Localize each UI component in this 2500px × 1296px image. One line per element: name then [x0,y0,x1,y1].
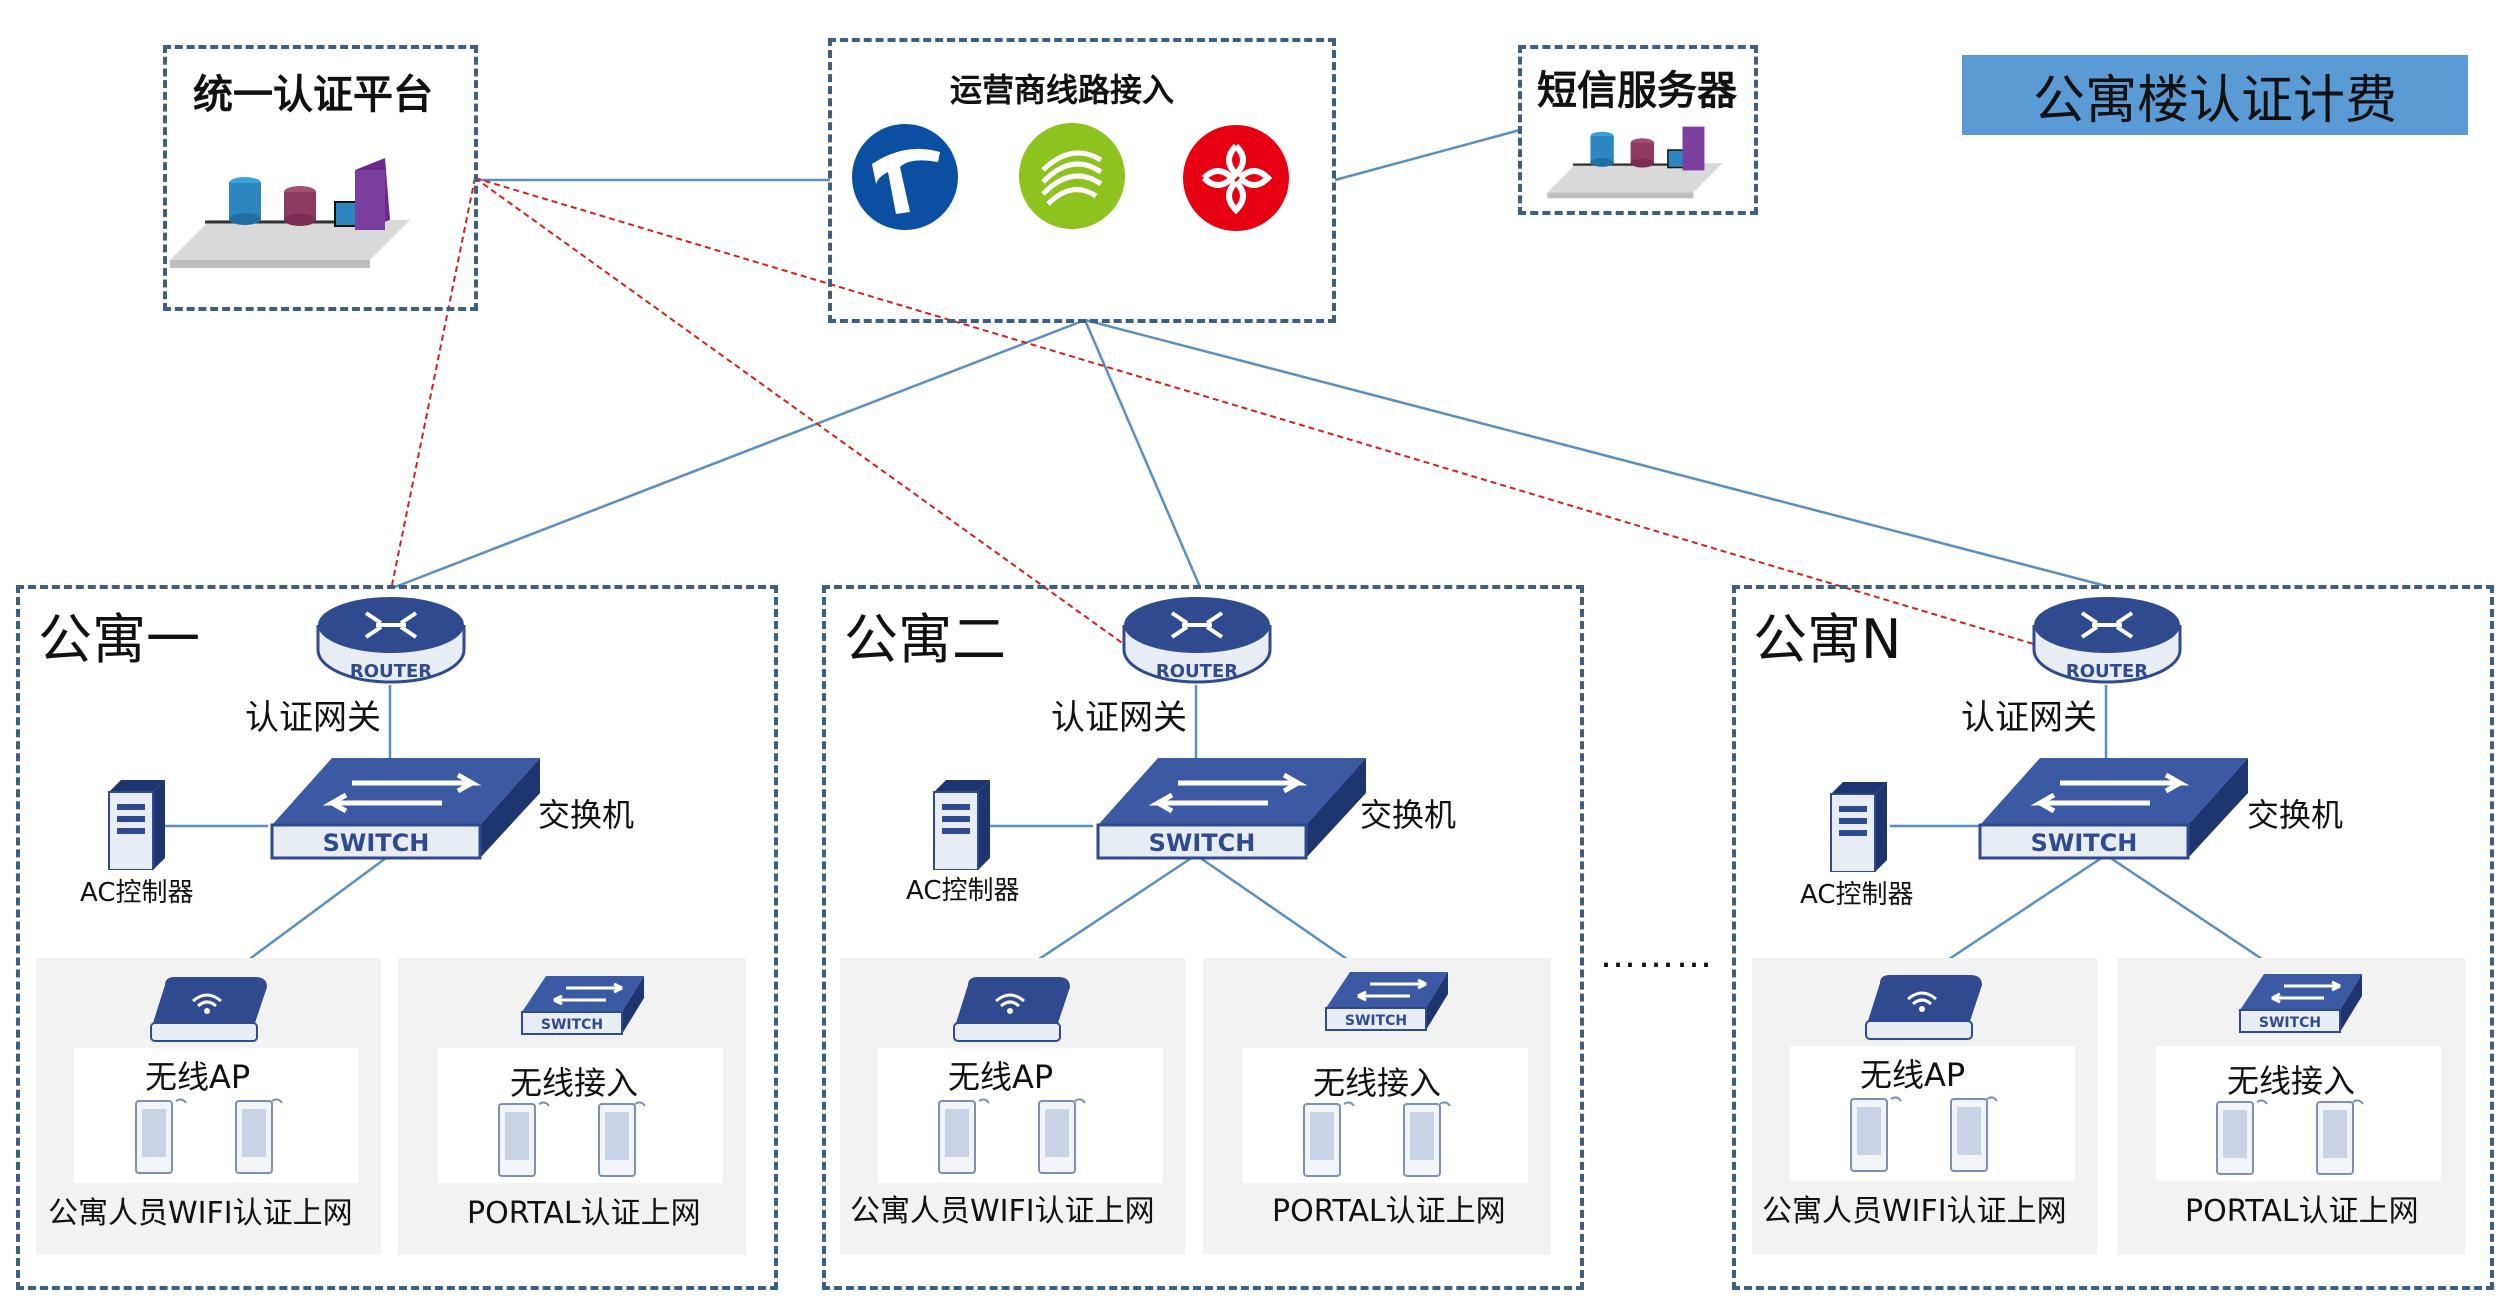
apartment-2-wired-caption: PORTAL认证上网 [1272,1194,1506,1229]
sms-server-label: 短信服务器 [1537,68,1737,114]
apartment-1-box [16,585,778,1290]
apartment-n-wired-caption: PORTAL认证上网 [2185,1194,2419,1229]
apartment-1-ac-label: AC控制器 [80,878,194,908]
router-text: ROUTER [1156,661,1238,682]
wireless-ap-icon [953,977,1070,1042]
apartment-2-ap-caption: 公寓人员WIFI认证上网 [850,1194,1155,1229]
mobile-phones-icon [2216,1099,2364,1175]
router-icon: ROUTER [2032,597,2182,684]
server-cluster-icon [170,158,410,268]
router-icon: ROUTER [1122,597,1272,684]
link-isp-router-1 [394,318,1086,589]
apartment-n-ap-label: 无线AP [1860,1056,1966,1094]
apartment-2-switch-label: 交换机 [1360,796,1457,834]
access-switch-icon: SWITCH [2239,974,2362,1033]
apartment-n-ac-label: AC控制器 [1800,880,1914,910]
switch-text: SWITCH [1149,829,1256,857]
mobile-phones-icon [135,1098,283,1174]
apartment-2-name: 公寓二 [844,608,1006,671]
apartment-1-name: 公寓一 [38,608,200,671]
router-icon: ROUTER [316,597,466,684]
apartment-n-ap-caption: 公寓人员WIFI认证上网 [1762,1194,2067,1229]
mobile-phones-icon [1303,1101,1451,1177]
auth-link-n [474,177,2038,646]
mobile-phones-icon [938,1098,1086,1174]
apartment-n-switch-label: 交换机 [2247,796,2344,834]
switch-text: SWITCH [1345,1013,1407,1029]
link-isp-router-n [1084,318,2111,589]
apartment-1-wifi-inner [74,1048,359,1183]
china-telecom-logo-icon [852,124,958,230]
apartment-1-ap-caption: 公寓人员WIFI认证上网 [48,1196,353,1231]
sms-server-icon [1547,126,1723,199]
apartment-2-wired-label: 无线接入 [1313,1064,1442,1102]
link-isp-sms [1334,128,1521,182]
apartment-n-name: 公寓N [1753,608,1902,671]
router-text: ROUTER [350,661,432,682]
apartment-2-ap-label: 无线AP [948,1058,1054,1096]
sms-server-box [1518,45,1758,215]
switch-text: SWITCH [2259,1015,2321,1031]
auth-link-2 [474,177,1126,646]
mobile-phones-icon [498,1101,646,1177]
apartment-n-wifi-inner [1790,1046,2075,1181]
china-mobile-logo-icon [1019,123,1125,229]
apartment-2-gateway-label: 认证网关 [1051,698,1187,738]
apartment-2-portal-inner [1243,1048,1528,1183]
apartment-2-box [822,585,1584,1290]
apartment-n-portal-inner [2156,1046,2441,1181]
switch-text: SWITCH [541,1017,603,1033]
apartment-n-box [1732,585,2494,1290]
more-apartments-ellipsis: ……… [1600,935,1714,976]
wireless-ap-icon [150,977,267,1042]
switch-text: SWITCH [323,829,430,857]
apartment-2-ac-label: AC控制器 [906,876,1020,906]
ac-controller-icon [108,780,165,870]
apartment-1-wired-label: 无线接入 [510,1064,639,1102]
apartment-1-portal-inner [438,1048,723,1183]
apartment-1-wired-caption: PORTAL认证上网 [467,1196,701,1231]
apartment-1-ap-label: 无线AP [145,1058,251,1096]
apartment-1-gateway-label: 认证网关 [245,698,381,738]
page-title: 公寓楼认证计费 [1962,55,2468,135]
router-text: ROUTER [2066,661,2148,682]
apartment-2-wifi-inner [878,1048,1163,1183]
apartment-n-wired-label: 无线接入 [2227,1062,2356,1100]
switch-icon: SWITCH [1978,758,2248,860]
switch-icon: SWITCH [270,758,540,860]
ac-controller-icon [933,780,990,870]
apartment-1-switch-label: 交换机 [538,796,635,834]
auth-platform-box [163,45,478,311]
isp-label: 运营商线路接入 [950,71,1175,109]
link-isp-router-2 [1083,319,1202,588]
apartment-n-gateway-label: 认证网关 [1961,698,2097,738]
switch-icon: SWITCH [1096,758,1366,860]
isp-box [828,38,1336,323]
mobile-phones-icon [1850,1096,1998,1172]
access-switch-icon: SWITCH [1325,972,1448,1031]
ac-controller-icon [1830,782,1887,872]
access-switch-icon: SWITCH [521,976,644,1035]
wireless-ap-icon [1865,975,1982,1040]
china-unicom-logo-icon [1183,125,1289,231]
switch-text: SWITCH [2031,829,2138,857]
auth-platform-label: 统一认证平台 [193,72,433,118]
